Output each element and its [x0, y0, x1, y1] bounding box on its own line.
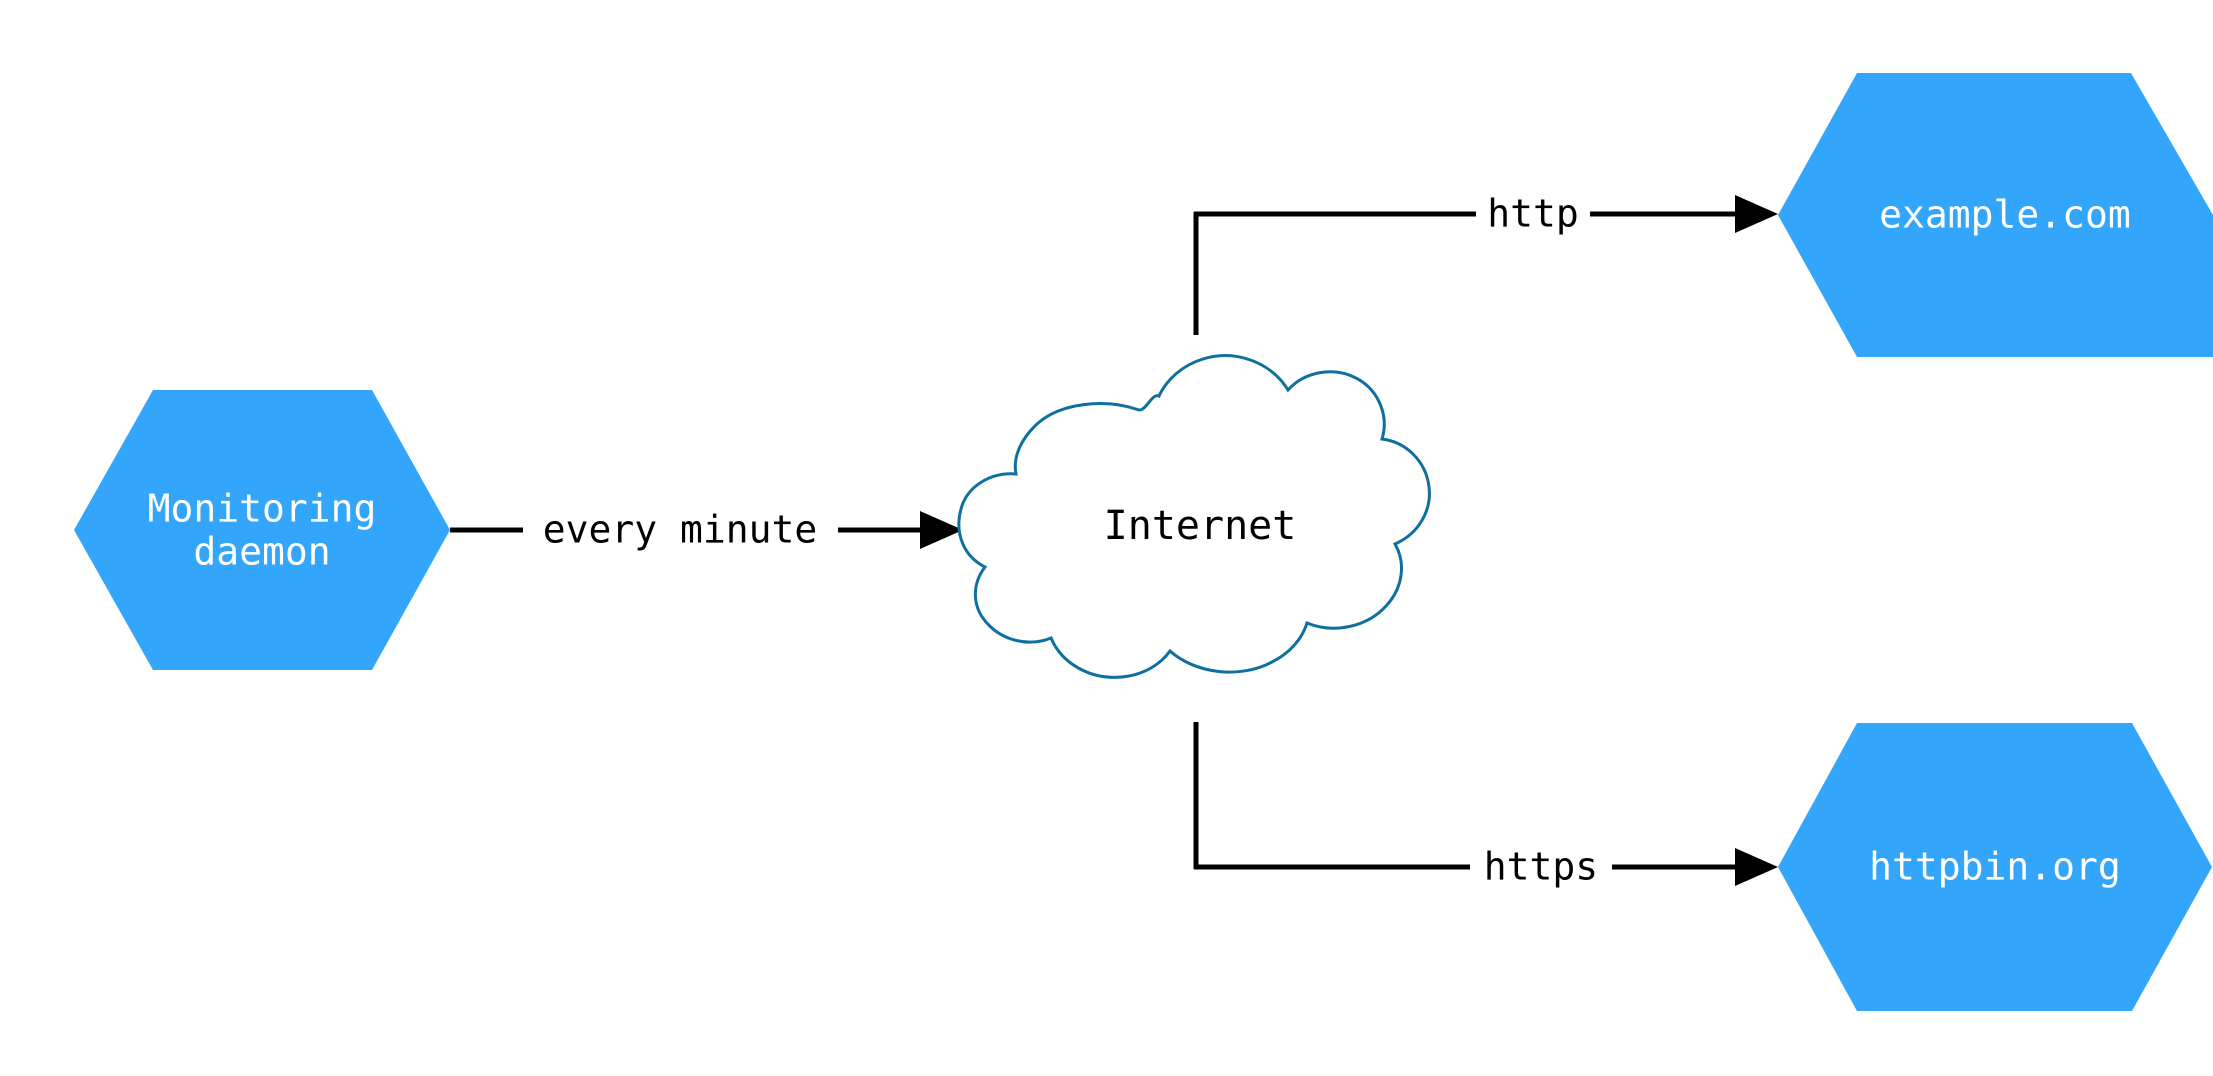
- node-internet-cloud[interactable]: Internet: [957, 354, 1431, 679]
- node-label-line2: daemon: [193, 530, 330, 574]
- arrowhead-icon: [1735, 195, 1778, 233]
- edge-label-http: http: [1487, 192, 1579, 236]
- arrowhead-icon: [1735, 848, 1778, 886]
- hexagon-shape: [1778, 73, 2213, 357]
- edge-label-https: https: [1484, 845, 1598, 889]
- node-label-httpbin-org: httpbin.org: [1869, 845, 2121, 889]
- node-label-example-com: example.com: [1879, 193, 2131, 237]
- node-example-com[interactable]: example.com: [1778, 73, 2213, 357]
- edge-label-every-minute: every minute: [543, 508, 818, 552]
- hexagon-shape: [74, 390, 450, 670]
- edge-internet-to-example: http: [1193, 192, 1778, 335]
- arrowhead-icon: [920, 511, 963, 549]
- node-monitoring-daemon[interactable]: Monitoring daemon: [74, 390, 450, 670]
- node-label-internet: Internet: [1104, 503, 1297, 549]
- node-label-line1: Monitoring: [148, 487, 377, 531]
- hexagon-shape: [1778, 723, 2212, 1011]
- node-httpbin-org[interactable]: httpbin.org: [1778, 723, 2212, 1011]
- edge-daemon-to-internet: every minute: [450, 508, 963, 552]
- cloud-shape: [957, 354, 1431, 679]
- edge-internet-to-httpbin: https: [1193, 722, 1778, 889]
